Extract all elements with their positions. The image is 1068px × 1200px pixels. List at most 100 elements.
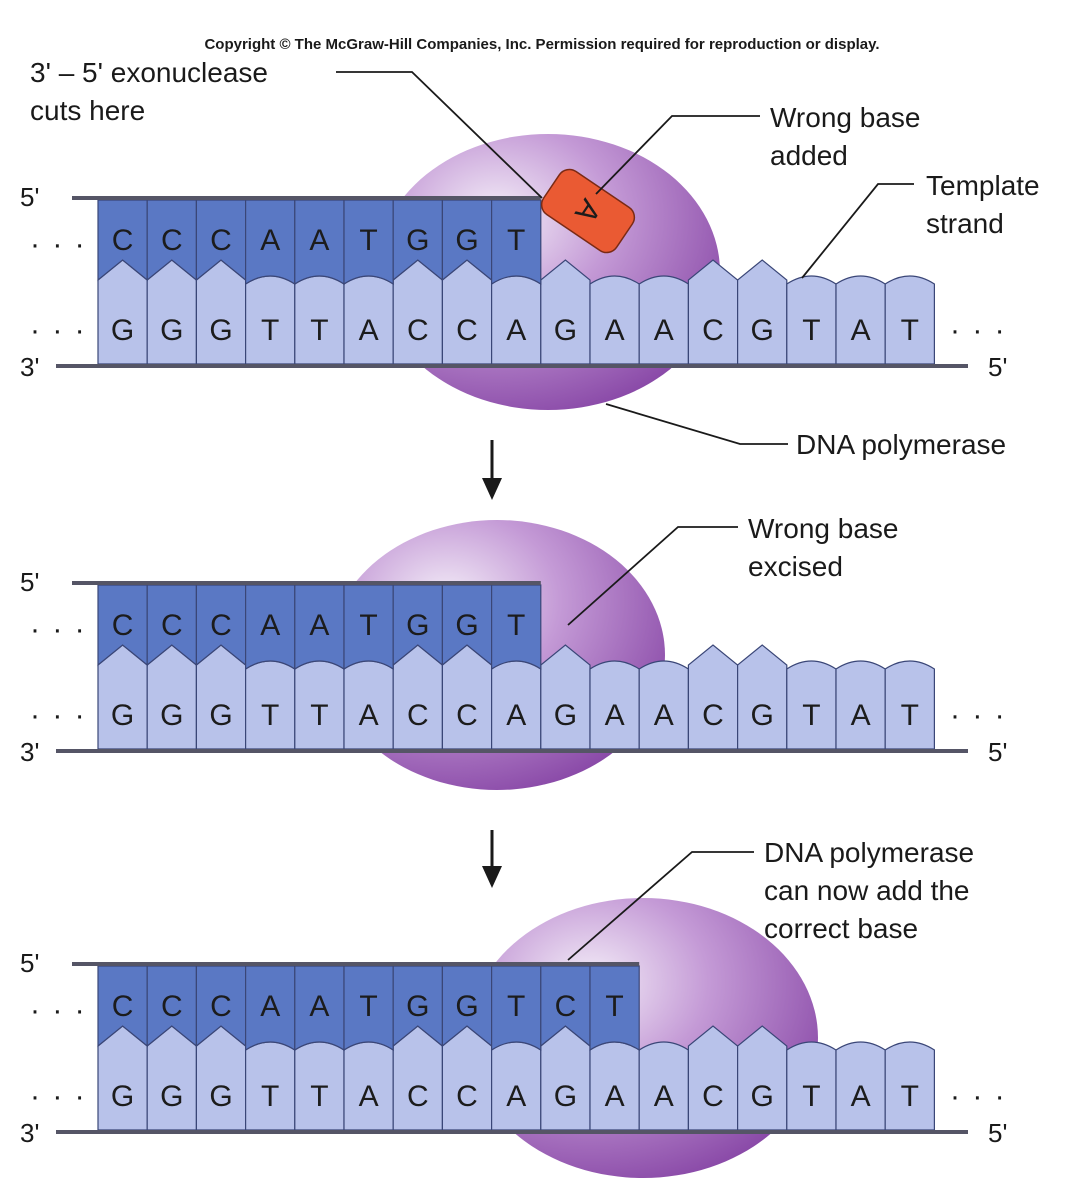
template-base-block [392,1025,443,1131]
template-base-block [687,259,739,365]
new-strand-base-block [491,584,542,671]
template-base-block [441,259,493,365]
new-strand-base-block [491,199,542,286]
template-base-block [540,644,591,750]
new-strand-base: C [161,224,183,257]
new-strand-base: G [455,990,478,1023]
continuation-dots: · · · [950,314,1007,347]
template-base: A [359,314,379,347]
new-strand-base: C [161,990,183,1023]
template-base: A [506,699,526,732]
new-strand-base: A [309,609,329,642]
five-prime-end-label: 5' [988,1118,1007,1148]
template-base-block [737,644,788,750]
template-base: T [802,314,820,347]
template-base: T [901,699,919,732]
leader-line [567,851,754,961]
new-strand-base: T [507,609,525,642]
five-prime-end-label: 5' [20,182,39,212]
five-prime-end-label: 5' [20,567,39,597]
new-strand-base: A [260,990,280,1023]
three-prime-end-label: 3' [20,1118,39,1148]
template-base-block [146,259,197,365]
three-prime-end-label: 3' [20,352,39,382]
template-base-block [884,1041,935,1131]
template-base-block [97,644,148,750]
template-base: G [209,1080,232,1113]
template-base: G [160,314,183,347]
template-base: A [359,699,379,732]
template-base: G [554,314,577,347]
template-base-block [540,259,591,365]
template-base: A [605,1080,625,1113]
template-base: A [605,699,625,732]
new-strand-base: A [260,609,280,642]
template-base: G [160,699,183,732]
new-strand-base: T [359,990,377,1023]
new-strand-base: C [210,224,232,257]
new-strand-base: T [605,990,623,1023]
template-base: A [506,1080,526,1113]
template-base: G [111,699,134,732]
leader-line [567,526,738,626]
five-prime-end-label: 5' [988,737,1007,767]
step-arrow-1 [482,440,502,500]
continuation-dots: · · · [30,699,87,732]
five-prime-end-label: 5' [20,948,39,978]
template-base: C [702,314,724,347]
template-base: A [851,314,871,347]
template-base: G [554,699,577,732]
template-base: T [310,314,328,347]
template-base: T [261,314,279,347]
template-base: G [111,314,134,347]
template-base-block [392,644,443,750]
new-strand-base: C [210,609,232,642]
template-base: A [654,699,674,732]
template-base: G [209,314,232,347]
new-strand-base: A [309,224,329,257]
template-base-block [195,644,247,750]
template-base: G [751,699,774,732]
continuation-dots: · · · [950,1080,1007,1113]
template-base: T [261,699,279,732]
template-base: G [751,1080,774,1113]
template-base: G [209,699,232,732]
leader-line [336,71,543,199]
new-strand-base: C [161,609,183,642]
continuation-dots: · · · [30,314,87,347]
new-strand-base: G [455,609,478,642]
template-base-block [737,259,788,365]
new-strand-base-block [343,584,394,671]
leader-line [801,183,914,279]
template-base-block [392,259,443,365]
step-arrow-2 [482,830,502,888]
template-base: T [901,1080,919,1113]
template-base: C [702,1080,724,1113]
template-base: T [802,699,820,732]
template-base-block [441,644,493,750]
five-prime-end-label: 5' [988,352,1007,382]
template-base-block [146,1025,197,1131]
template-base-block [441,1025,493,1131]
template-base: G [111,1080,134,1113]
template-base: T [310,699,328,732]
template-base-block [146,644,197,750]
template-base-block [195,1025,247,1131]
copyright-notice: Copyright © The McGraw-Hill Companies, I… [204,36,879,53]
leader-line [595,115,760,195]
template-base: C [456,1080,478,1113]
new-strand-base-block [343,199,394,286]
template-base-block [540,1025,591,1131]
template-base: A [359,1080,379,1113]
template-base-block [884,660,935,750]
continuation-dots: · · · [30,994,87,1027]
template-base: C [407,314,429,347]
new-strand-base: G [455,224,478,257]
template-base: A [851,1080,871,1113]
dna-polymerase-label: DNA polymerase [796,429,1006,460]
